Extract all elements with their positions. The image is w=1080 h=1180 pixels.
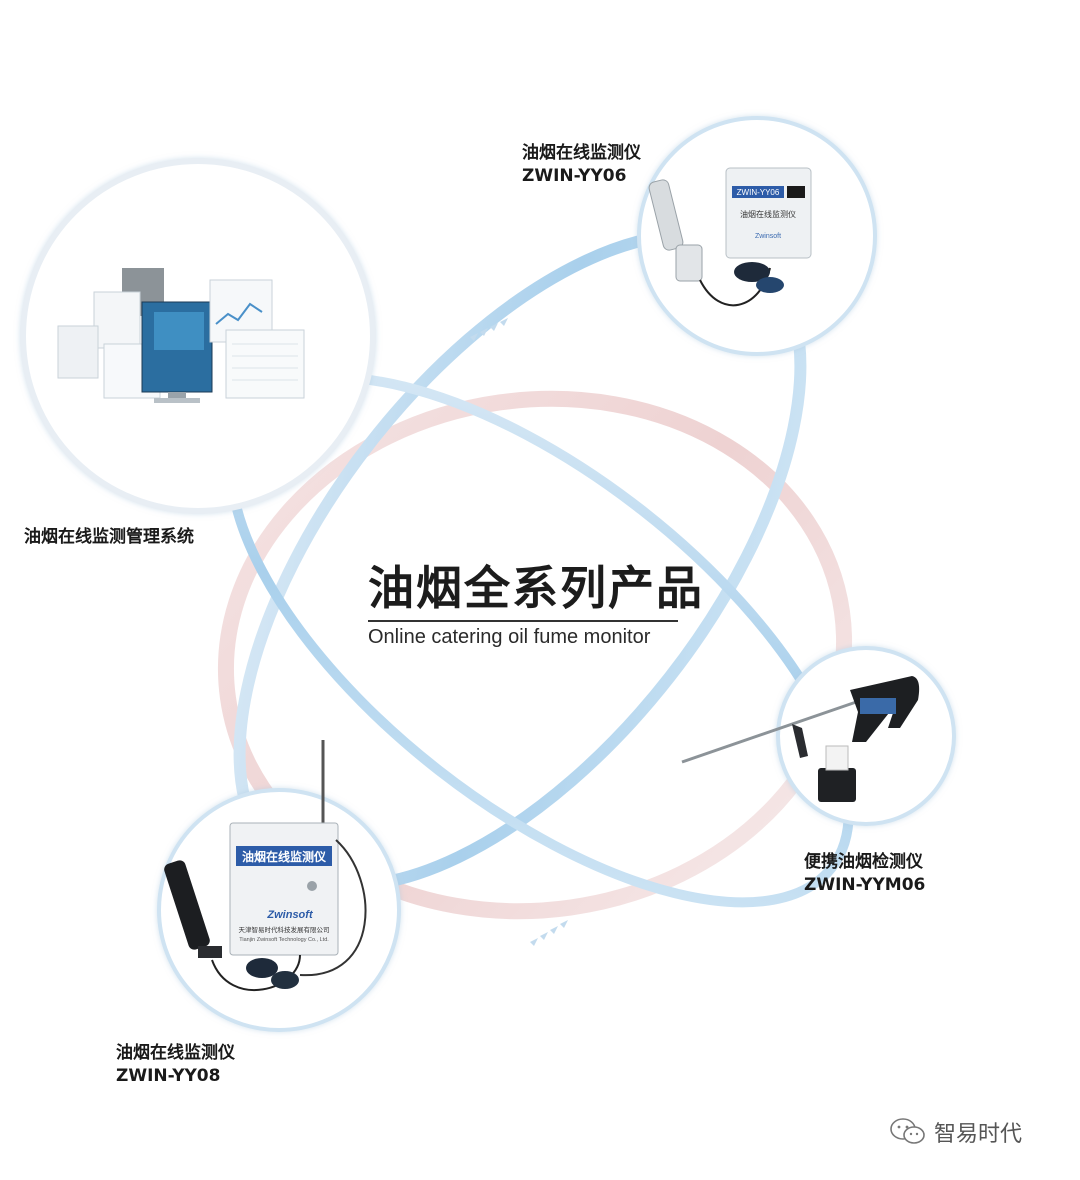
yy08-circle: 油烟在线监测仪 Zwinsoft 天津智易时代科技发展有限公司 Tianjin … [157, 740, 401, 1032]
center-title: 油烟全系列产品 [368, 561, 704, 615]
yy06-circle: ZWIN-YY06 油烟在线监测仪 Zwinsoft [637, 116, 877, 356]
yy08-panel-title: 油烟在线监测仪 [242, 849, 327, 864]
pink-ring [217, 390, 853, 920]
chevron-arrows-icon [470, 318, 568, 946]
yy06-panel-brand: Zwinsoft [755, 233, 781, 240]
product-model: ZWIN-YYM06 [804, 875, 926, 895]
software-circle [20, 158, 376, 514]
yy08-panel-company: 天津智易时代科技发展有限公司 [239, 925, 330, 934]
watermark-text: 智易时代 [934, 1122, 1023, 1147]
yy08-device-image: 油烟在线监测仪 Zwinsoft 天津智易时代科技发展有限公司 Tianjin … [164, 740, 367, 991]
product-name: 油烟在线监测仪 [116, 1043, 235, 1063]
wechat-icon [890, 1118, 925, 1144]
product-name: 便携油烟检测仪 [804, 852, 923, 872]
yym06-circle [681, 646, 956, 826]
yy06-panel-model: ZWIN-YY06 [737, 188, 780, 197]
product-name: 油烟在线监测仪 [522, 143, 641, 163]
label-management-system: 油烟在线监测管理系统 [24, 526, 194, 549]
yy08-panel-company-en: Tianjin Zwinsoft Technology Co., Ltd. [239, 937, 329, 943]
product-name: 油烟在线监测管理系统 [24, 527, 194, 547]
product-model: ZWIN-YY08 [116, 1066, 221, 1086]
yy06-device-image: ZWIN-YY06 油烟在线监测仪 Zwinsoft [648, 167, 812, 307]
label-yym06: 便携油烟检测仪 ZWIN-YYM06 [804, 851, 925, 897]
label-yy06: 油烟在线监测仪 ZWIN-YY06 [522, 142, 641, 188]
label-yy08: 油烟在线监测仪 ZWIN-YY08 [116, 1042, 235, 1088]
title-divider [368, 620, 678, 622]
yy06-panel-title: 油烟在线监测仪 [740, 209, 796, 219]
yy08-panel-brand: Zwinsoft [266, 909, 314, 921]
watermark: 智易时代 [890, 1116, 1022, 1148]
product-model: ZWIN-YY06 [522, 166, 627, 186]
yym06-device-image [681, 676, 920, 802]
software-screens-image [57, 268, 305, 403]
center-subtitle: Online catering oil fume monitor [368, 626, 651, 648]
